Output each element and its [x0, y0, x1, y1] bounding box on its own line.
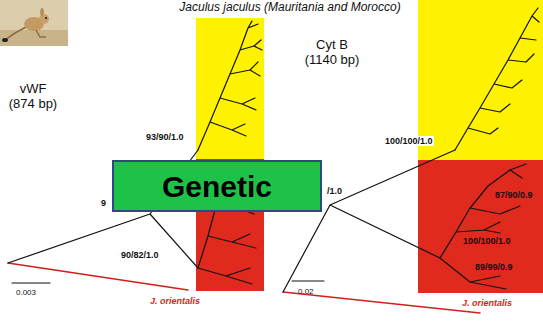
phylogenetic-tree	[8, 8, 539, 313]
jerboa-eye	[45, 17, 47, 19]
support-value: 87/90/0.9	[494, 190, 534, 200]
box-title: Genetic	[162, 170, 272, 203]
photo-ground	[0, 0, 68, 46]
gene-label: Cyt B (1140 bp)	[300, 38, 364, 68]
jerboa-head	[39, 14, 49, 24]
outgroup-label: J. orientalis	[462, 298, 512, 308]
scale-bar	[292, 280, 324, 281]
support-value: 89/99/0.9	[474, 262, 514, 272]
clade-band	[196, 18, 264, 159]
tree-branch	[198, 21, 262, 150]
jerboa-tail	[5, 27, 26, 40]
tree-branch	[440, 164, 526, 289]
photo-sand	[0, 30, 68, 46]
figure-title: Jaculus jaculus (Mauritania and Morocco)	[140, 1, 440, 15]
support-value: /1.0	[326, 186, 343, 196]
support-value: 93/90/1.0	[145, 132, 185, 142]
outgroup-branch	[8, 263, 188, 290]
gene-label: vWF (874 bp)	[6, 82, 60, 112]
jerboa-tail-tip	[2, 38, 8, 42]
tree-branch	[455, 8, 539, 150]
jerboa-ear	[40, 8, 44, 16]
animal-photo	[0, 0, 68, 46]
support-value: 100/100/1.0	[384, 136, 434, 146]
jerboa-leg	[36, 30, 46, 37]
title-box: Genetic	[112, 160, 322, 212]
clade-band	[418, 0, 543, 160]
support-value: 90/82/1.0	[120, 250, 160, 260]
clade-band	[418, 160, 543, 293]
scale-bar	[12, 282, 50, 283]
support-value: 9	[100, 198, 107, 208]
support-value: 100/100/1.0	[462, 236, 512, 246]
scale-value: 0.003	[16, 288, 36, 297]
outgroup-label: J. orientalis	[150, 296, 200, 306]
scale-value: 0.02	[298, 287, 314, 296]
